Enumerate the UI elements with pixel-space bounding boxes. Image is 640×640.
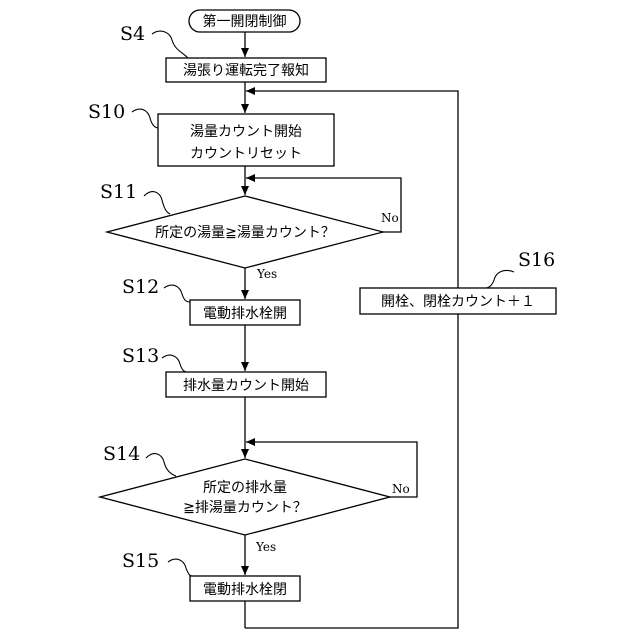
step-label-s13: S13 — [122, 345, 159, 367]
step-label-s12: S12 — [122, 276, 159, 298]
yes-label-s11: Yes — [256, 267, 277, 281]
leader-s15 — [168, 559, 192, 576]
process-text-s15: 電動排水栓閉 — [203, 582, 287, 598]
process-text-s10-line1: 湯量カウント開始 — [190, 123, 302, 140]
step-label-s14: S14 — [103, 443, 140, 465]
process-text-s4: 湯張り運転完了報知 — [183, 62, 309, 79]
leader-s14 — [146, 454, 176, 476]
step-label-s4: S4 — [120, 23, 145, 45]
leader-s16 — [486, 270, 514, 288]
leader-s13 — [162, 355, 187, 372]
leader-s4 — [152, 31, 188, 58]
step-label-s11: S11 — [100, 181, 137, 203]
step-label-s16: S16 — [518, 249, 555, 271]
step-label-s10: S10 — [88, 101, 125, 123]
decision-text-s11: 所定の湯量≧湯量カウント？ — [155, 224, 335, 241]
leader-s11 — [144, 192, 170, 214]
process-text-s13: 排水量カウント開始 — [183, 378, 309, 394]
decision-s14 — [100, 459, 390, 535]
no-label-s14: No — [392, 482, 410, 496]
leader-s12 — [164, 285, 190, 302]
decision-text-s14-line2: ≧排湯量カウント？ — [183, 499, 307, 516]
no-label-s11: No — [381, 211, 399, 225]
process-text-s12: 電動排水栓開 — [203, 306, 287, 322]
process-text-s16: 開栓、閉栓カウント＋１ — [381, 294, 535, 310]
step-label-s15: S15 — [122, 550, 159, 572]
decision-text-s14-line1: 所定の排水量 — [203, 480, 287, 496]
start-label: 第一開閉制御 — [203, 13, 287, 30]
leader-s10 — [132, 109, 158, 128]
yes-label-s14: Yes — [255, 540, 276, 554]
process-text-s10-line2: カウントリセット — [190, 146, 302, 162]
